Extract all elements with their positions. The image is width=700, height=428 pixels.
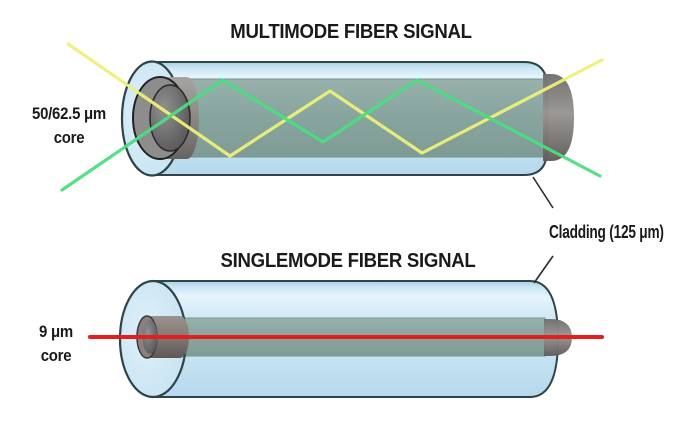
singlemode-fiber [88,279,604,399]
multimode-fiber [60,42,604,192]
cladding-pointer-line-upper [532,176,554,209]
singlemode-core-label-line1: 9 μm [39,322,73,341]
singlemode-core-label: 9 μm core [21,320,91,368]
singlemode-title: SINGLEMODE FIBER SIGNAL [220,250,476,272]
multimode-core-label-line2: core [53,127,85,147]
singlemode-core-label-line2: core [40,345,72,365]
cladding-label: Cladding (125 μm) [549,222,664,242]
multimode-ray-yellow [66,42,604,158]
multimode-ray-green [60,78,602,192]
multimode-core-end-cap [543,74,574,161]
multimode-core-band [151,78,547,158]
multimode-core-label: 50/62.5 μm core [21,102,118,150]
cladding-pointer-line-lower [533,255,554,284]
multimode-core-label-line1: 50/62.5 μm [32,104,106,123]
multimode-title: MULTIMODE FIBER SIGNAL [230,21,472,43]
